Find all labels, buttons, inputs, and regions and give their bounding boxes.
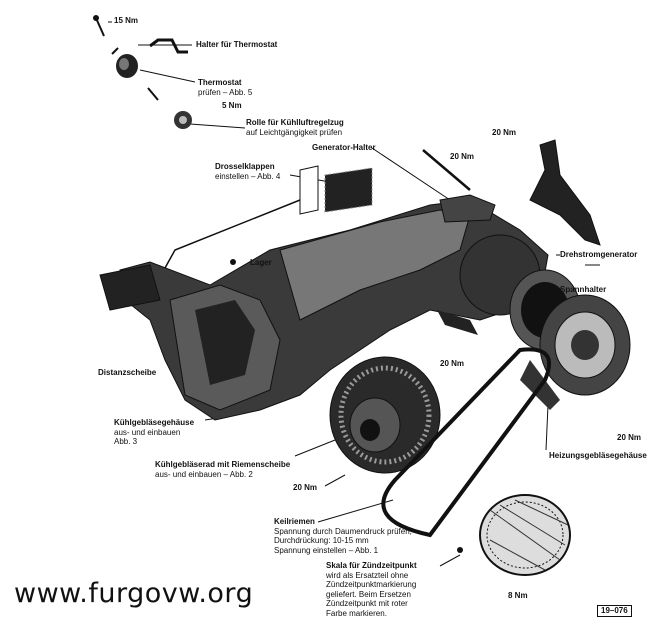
screw-bottom [457,547,463,553]
timing-scale-sub4: Zündzeitpunkt mit roter [326,599,408,608]
bolt [422,149,471,191]
roller-label: Rolle für Kühlluftregelzug auf Leichtgän… [246,118,344,137]
screw-top [93,15,105,37]
torque-label: 8 Nm [508,591,528,600]
tension-bracket-label: Spannhalter [560,285,607,294]
thermostat-sub: prüfen – Abb. 5 [198,87,253,97]
leader-line [317,499,394,523]
timing-scale-sub2: Zündzeitpunktmarkierung [326,580,417,589]
fan-housing-sub1: aus- und einbauen [114,427,181,437]
heater-housing-label: Heizungsgebläsegehäuse [549,451,647,460]
bearing-label: Lager [250,258,272,267]
throttle-title: Drosselklappen [215,162,275,171]
alternator-label: Drehstromgenerator [560,250,638,259]
leader-line [545,404,549,451]
leader-line [439,554,461,567]
bracket-middle [437,310,478,335]
v-belt-sub1: Spannung durch Daumendruck prüfen, [274,526,412,536]
fan-housing-label: Kühlgebläsegehäuse aus- und einbauen Abb… [114,418,194,447]
v-belt [381,347,551,538]
torque-label: 20 Nm [450,152,475,161]
timing-scale-sub1: wird als Ersatzteil ohne [326,570,409,580]
throttle-flaps [299,165,373,215]
torque-label: 15 Nm [114,16,139,25]
timing-scale-label: Skala für Zündzeitpunkt wird als Ersatzt… [326,561,417,618]
torque-label: 20 Nm [492,128,517,137]
v-belt-sub2: Durchdrückung: 10-15 mm [274,536,369,545]
figure-number: 19–076 [597,605,632,617]
torque-label: 5 Nm [222,101,242,110]
torque-label: 20 Nm [617,433,642,442]
tension-bracket [529,139,601,246]
roller-title: Rolle für Kühlluftregelzug [246,118,344,127]
generator-bracket [439,194,496,223]
small-bracket-left [99,264,161,311]
fan-housing-title: Kühlgebläsegehäuse [114,418,195,427]
timing-scale-sub5: Farbe markieren. [326,608,387,618]
timing-scale-title: Skala für Zündzeitpunkt [326,561,417,570]
cable-rod [164,199,301,269]
fan-wheel-title: Kühlgebläserad mit Riemenscheibe [155,460,291,469]
timing-scale-grille [479,494,571,576]
generator-bracket-label: Generator-Halter [312,143,376,152]
v-belt-title: Keilriemen [274,517,315,526]
thermostat-label: Thermostat prüfen – Abb. 5 [198,78,252,97]
throttle-flaps-label: Drosselklappen einstellen – Abb. 4 [215,162,280,181]
thermostat [111,47,138,78]
torque-label: 20 Nm [440,359,465,368]
thermostat-holder-label: Halter für Thermostat [196,40,278,49]
leader-line [294,439,336,457]
throttle-sub: einstellen – Abb. 4 [215,171,281,181]
fan-wheel-label: Kühlgebläserad mit Riemenscheibe aus- un… [155,460,290,479]
cooling-fan-wheel [329,356,441,474]
timing-scale-sub3: geliefert. Beim Ersetzen [326,589,411,599]
thermostat-holder [149,38,188,54]
v-belt-sub3: Spannung einstellen – Abb. 1 [274,545,379,555]
leader-line [371,147,451,201]
torque-label: 20 Nm [293,483,318,492]
leader-line [324,474,346,487]
spacer-label: Distanzscheibe [98,368,157,377]
fan-wheel-sub: aus- und einbauen – Abb. 2 [155,469,253,479]
leader-line [139,69,196,83]
watermark-text: www.furgovw.org [14,578,254,609]
fan-housing [119,199,549,421]
leader-line [189,123,246,129]
fan-housing-sub2: Abb. 3 [114,437,138,446]
roller-sub: auf Leichtgängigkeit prüfen [246,127,343,137]
bearing-part [230,259,236,265]
thermostat-title: Thermostat [198,78,242,87]
pulley-roller [147,87,192,129]
v-belt-label: Keilriemen Spannung durch Daumendruck pr… [274,517,412,555]
